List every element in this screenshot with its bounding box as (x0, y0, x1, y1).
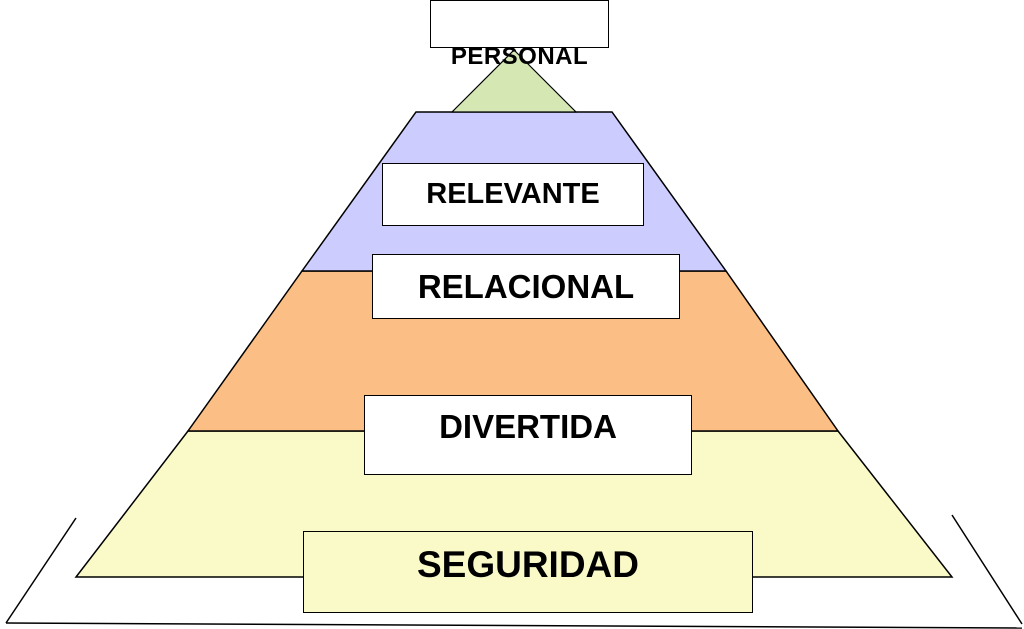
base-bottom-line (5, 622, 1023, 629)
label-personal-text: PERSONAL (450, 43, 589, 70)
label-relevante: RELEVANTE (382, 163, 644, 226)
label-seguridad: SEGURIDAD (303, 531, 753, 613)
label-relacional: RELACIONAL (372, 254, 680, 319)
label-divertida: DIVERTIDA (364, 395, 692, 475)
label-personal: PERSONAL (430, 0, 609, 69)
base-left-line (5, 517, 77, 624)
tier-personal (450, 49, 578, 113)
base-right-line (951, 514, 1023, 625)
